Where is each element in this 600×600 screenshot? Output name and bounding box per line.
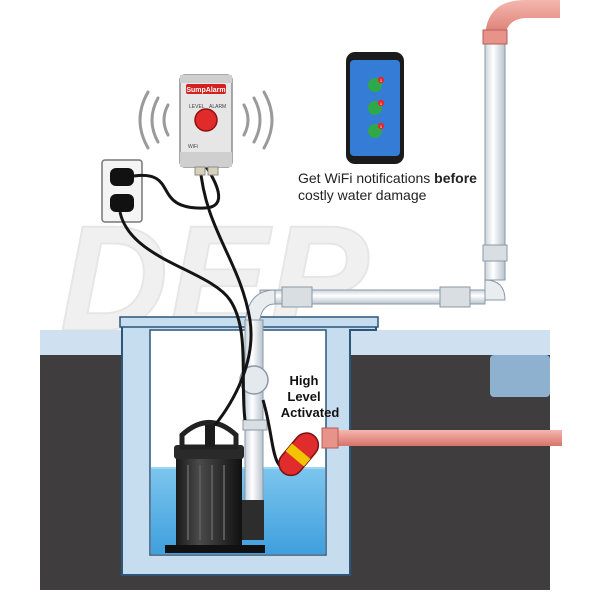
alarm-wifi-label: WiFi [188, 144, 198, 150]
notification-badge [377, 99, 385, 107]
svg-text:High: High [290, 373, 319, 388]
outlet-plug-bottom [110, 194, 134, 212]
ground [40, 330, 550, 590]
svg-text:Activated: Activated [281, 405, 340, 420]
foundation-block [490, 355, 550, 397]
notification-caption-line2: costly water damage [298, 187, 427, 203]
high-level-label: High Level Activated [281, 373, 340, 420]
badge-count: 1 [380, 78, 383, 83]
badge-count: 1 [380, 124, 383, 129]
notification-badge [377, 76, 385, 84]
power-cords [118, 164, 291, 472]
alarm-brand: SumpAlarm [186, 87, 225, 94]
inlet-pipe [321, 427, 562, 449]
pipe-coupling [281, 286, 313, 308]
alarm-alarm-label: ALARM [209, 104, 226, 110]
pump-discharge [239, 319, 269, 511]
alarm-level-label: LEVEL [189, 104, 205, 110]
svg-text:Level: Level [287, 389, 320, 404]
outlet-plug-top [110, 168, 134, 186]
notification-caption-line1: Get WiFi notifications before [298, 170, 477, 186]
alarm-button[interactable] [194, 108, 218, 132]
discharge-riser [482, 0, 560, 281]
badge-count: 1 [380, 101, 383, 106]
notification-badge [377, 122, 385, 130]
wall-outlet [101, 159, 143, 223]
discharge-pipe [244, 279, 506, 331]
sump-alarm-unit: SumpAlarm LEVEL ALARM WiFi [179, 74, 233, 176]
alarm-sound-waves [138, 90, 274, 150]
sump-pump [165, 420, 265, 553]
float-switch [278, 432, 320, 477]
smartphone: 1 1 1 [346, 52, 404, 164]
pipe-coupling [439, 286, 471, 308]
